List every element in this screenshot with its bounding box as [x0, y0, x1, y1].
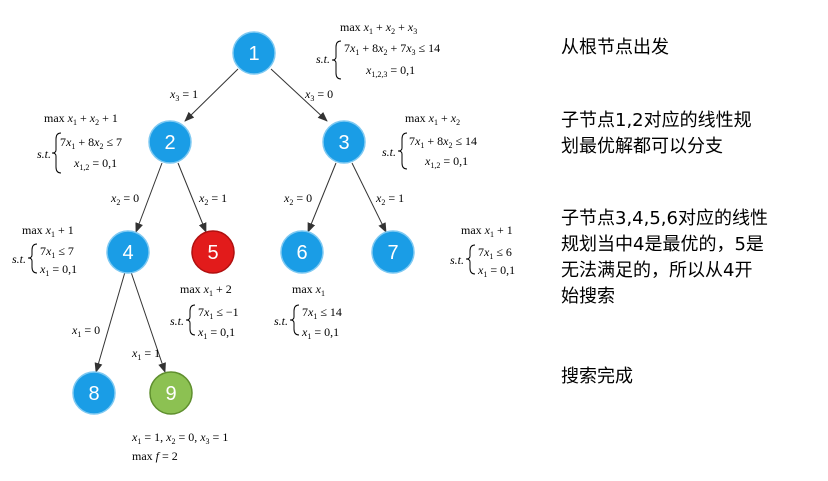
formula-node-3: max x1 + x2 s.t. 7x1 + 8x2 ≤ 14 x1,2 = 0…: [382, 111, 477, 170]
formula-7-brace: [465, 244, 476, 275]
formula-6-constraint: 7x1 ≤ 14: [302, 305, 342, 321]
node-4-circle: [106, 230, 150, 274]
formula-6-brace: [289, 304, 300, 336]
formula-3-constraint: 7x1 + 8x2 ≤ 14: [409, 134, 477, 150]
node-7: 7: [371, 230, 415, 274]
node-2-label: 2: [164, 132, 175, 154]
formula-5-brace: [185, 304, 196, 336]
node-4-label: 4: [122, 242, 133, 264]
formula-1-domain: x1,2,3 = 0,1: [365, 63, 415, 79]
formula-2-objective: max x1 + x2 + 1: [44, 111, 118, 127]
formula-4-constraint: 7x1 ≤ 7: [40, 244, 74, 260]
formula-node-4: max x1 + 1 s.t. 7x1 ≤ 7 x1 = 0,1: [12, 223, 77, 278]
edge-label-4-9: x1 = 1: [131, 346, 160, 362]
formula-node-5: max x1 + 2 s.t. 7x1 ≤ −1 x1 = 0,1: [170, 282, 239, 341]
node-6-circle: [280, 230, 324, 274]
formula-7-objective: max x1 + 1: [461, 223, 513, 239]
edge-1-3: [270, 68, 328, 122]
note-step-1: 从根节点出发: [561, 37, 669, 58]
formula-2-domain: x1,2 = 0,1: [73, 156, 117, 172]
formula-6-objective: max x1: [292, 282, 325, 298]
formula-1-constraint: 7x1 + 8x2 + 7x3 ≤ 14: [344, 41, 440, 57]
node-7-label: 7: [387, 242, 398, 264]
note-step-3: 子节点3,4,5,6对应的线性 规划当中4是最优的，5是 无法满足的，所以从4开…: [561, 208, 768, 307]
formula-4-brace: [27, 243, 38, 274]
node-1-circle: [232, 31, 276, 75]
node-3-circle: [322, 120, 366, 164]
node-3-label: 3: [338, 132, 349, 154]
formula-1-st: s.t.: [316, 52, 330, 66]
edge-1-2: [184, 68, 239, 122]
node-7-circle: [371, 230, 415, 274]
formula-4-st: s.t.: [12, 252, 26, 266]
node-5-circle: [191, 230, 235, 274]
node-1-label: 1: [248, 43, 259, 65]
edge-2-4: [135, 162, 163, 233]
edge-2-5: [177, 162, 207, 233]
result-objective: max f = 2: [132, 449, 178, 463]
formula-5-st: s.t.: [170, 314, 184, 328]
formula-node-1: max x1 + x2 + x3 s.t. 7x1 + 8x2 + 7x3 ≤ …: [316, 20, 440, 80]
node-5: 5: [191, 230, 235, 274]
formula-node-2: max x1 + x2 + 1 s.t. 7x1 + 8x2 ≤ 7 x1,2 …: [37, 111, 122, 174]
formula-7-st: s.t.: [450, 253, 464, 267]
edge-4-8: [94, 271, 126, 373]
edge-labels: x3 = 1 x3 = 0 x2 = 0 x2 = 1 x2 = 0 x2 = …: [71, 87, 404, 362]
node-5-label: 5: [207, 242, 218, 264]
result: x1 = 1, x2 = 0, x3 = 1 max f = 2: [131, 430, 228, 463]
formula-6-domain: x1 = 0,1: [301, 325, 339, 341]
formula-5-constraint: 7x1 ≤ −1: [198, 305, 239, 321]
formula-node-6: max x1 s.t. 7x1 ≤ 14 x1 = 0,1: [274, 282, 342, 341]
node-8-circle: [72, 371, 116, 415]
node-8: 8: [72, 371, 116, 415]
formula-5-objective: max x1 + 2: [180, 282, 232, 298]
edge-label-3-6: x2 = 0: [283, 191, 312, 207]
edge-label-2-5: x2 = 1: [198, 191, 227, 207]
node-3: 3: [322, 120, 366, 164]
formula-node-7: max x1 + 1 s.t. 7x1 ≤ 6 x1 = 0,1: [450, 223, 515, 279]
edge-label-4-8: x1 = 0: [71, 323, 100, 339]
node-8-label: 8: [88, 383, 99, 405]
node-4: 4: [106, 230, 150, 274]
formula-3-objective: max x1 + x2: [405, 111, 460, 127]
formula-3-domain: x1,2 = 0,1: [424, 154, 468, 170]
formula-4-domain: x1 = 0,1: [39, 262, 77, 278]
edge-4-9: [130, 271, 166, 373]
formula-3-st: s.t.: [382, 145, 396, 159]
formula-2-constraint: 7x1 + 8x2 ≤ 7: [60, 135, 122, 151]
formula-2-st: s.t.: [37, 147, 51, 161]
node-9: 9: [149, 371, 193, 415]
node-2: 2: [148, 120, 192, 164]
node-2-circle: [148, 120, 192, 164]
note-step-2: 子节点1,2对应的线性规 划最优解都可以分支: [561, 110, 752, 157]
formula-6-st: s.t.: [274, 314, 288, 328]
note-step-4: 搜索完成: [561, 366, 633, 387]
formula-1-objective: max x1 + x2 + x3: [340, 20, 417, 36]
edge-label-2-4: x2 = 0: [110, 191, 139, 207]
node-9-label: 9: [165, 383, 176, 405]
edge-label-1-3: x3 = 0: [304, 87, 333, 103]
formula-7-constraint: 7x1 ≤ 6: [478, 245, 512, 261]
node-9-circle: [149, 371, 193, 415]
formula-1-brace: [331, 40, 342, 80]
nodes: 1 2 3 4 5 6 7 8: [72, 31, 415, 415]
formula-7-domain: x1 = 0,1: [477, 263, 515, 279]
formula-2-brace: [51, 132, 62, 174]
node-1: 1: [232, 31, 276, 75]
formula-5-domain: x1 = 0,1: [197, 325, 235, 341]
edge-3-7: [351, 162, 387, 233]
edge-label-3-7: x2 = 1: [375, 191, 404, 207]
formula-3-brace: [397, 132, 408, 170]
edge-label-1-2: x3 = 1: [169, 87, 198, 103]
edge-3-6: [307, 162, 337, 233]
result-assignment: x1 = 1, x2 = 0, x3 = 1: [131, 430, 228, 446]
node-6: 6: [280, 230, 324, 274]
formula-4-objective: max x1 + 1: [22, 223, 74, 239]
edges: [94, 68, 387, 373]
node-6-label: 6: [296, 242, 307, 264]
